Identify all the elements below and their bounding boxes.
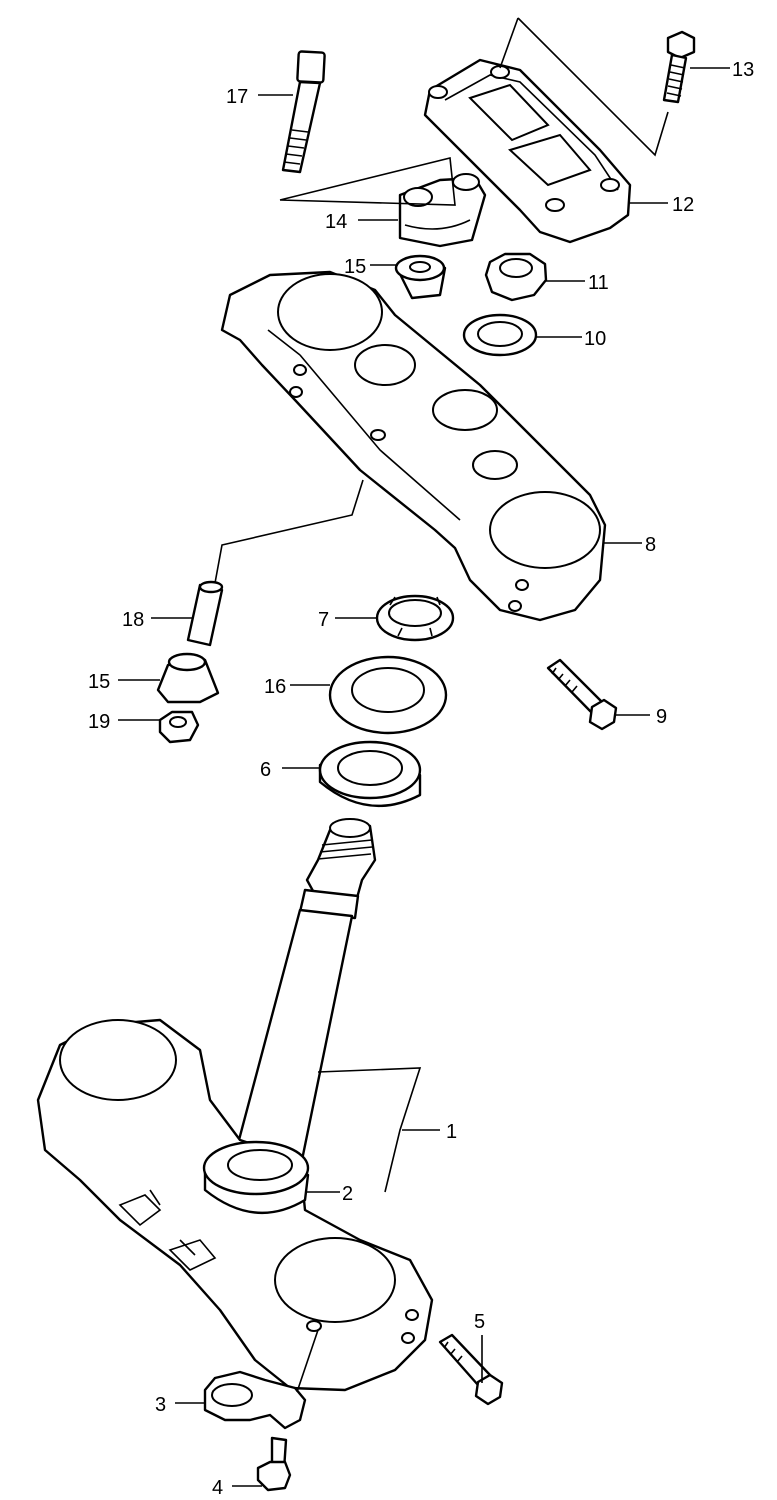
callout-9: 9 — [656, 706, 667, 728]
callout-5: 5 — [474, 1311, 485, 1333]
part-9-bolt — [546, 658, 618, 731]
callout-14: 14 — [325, 211, 347, 233]
part-10-washer — [462, 313, 538, 357]
callout-11: 11 — [588, 272, 609, 294]
callout-12: 12 — [672, 194, 694, 216]
callout-7: 7 — [318, 609, 329, 631]
part-4-screw — [256, 1436, 292, 1492]
part-15-cushion-upper — [394, 254, 447, 300]
callout-6: 6 — [260, 759, 271, 781]
callout-labels: 1 2 3 4 5 6 7 8 9 10 11 12 13 14 15 15 1… — [88, 59, 754, 1499]
callout-8: 8 — [645, 534, 656, 556]
part-7-lock-nut — [375, 594, 455, 642]
callout-16: 16 — [264, 676, 286, 698]
part-1-steering-stem — [36, 818, 434, 1392]
callout-18: 18 — [122, 609, 144, 631]
part-14-holder — [398, 173, 487, 248]
part-6-bearing — [318, 740, 422, 807]
part-5-bolt — [438, 1333, 504, 1406]
part-2-bearing — [202, 1140, 310, 1215]
callout-10: 10 — [584, 328, 606, 350]
part-15-cushion-lower — [156, 652, 220, 704]
callout-1: 1 — [446, 1121, 457, 1143]
part-17-bolt — [281, 50, 326, 174]
part-11-nut — [484, 252, 548, 302]
callout-15-lower: 15 — [88, 671, 110, 693]
callout-3: 3 — [155, 1394, 166, 1416]
callout-13: 13 — [732, 59, 754, 81]
part-8-upper-bracket — [220, 270, 607, 622]
callout-4: 4 — [212, 1477, 223, 1499]
callout-17: 17 — [226, 86, 248, 108]
part-13-bolt — [662, 30, 696, 104]
part-19-nut — [158, 710, 200, 744]
leader-lines — [118, 17, 730, 1487]
callout-15-upper: 15 — [344, 256, 366, 278]
callout-2: 2 — [342, 1183, 353, 1205]
part-3-clamp — [203, 1370, 307, 1430]
part-16-dust-seal — [328, 655, 448, 735]
part-18-pipe — [186, 580, 224, 647]
part-12-handlebar-clamp — [423, 58, 632, 244]
callout-19: 19 — [88, 711, 110, 733]
